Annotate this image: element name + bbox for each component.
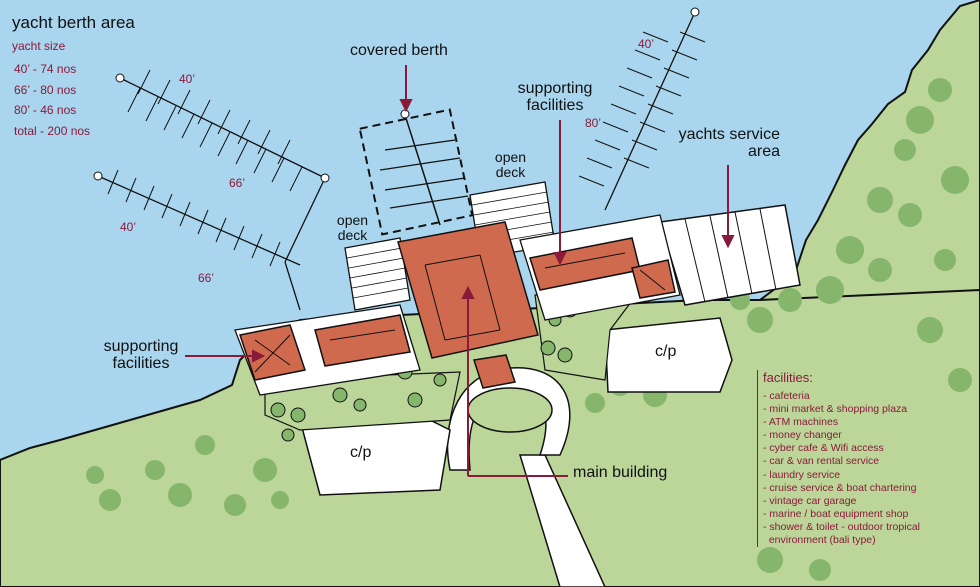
pier-right-end — [690, 7, 700, 17]
covered-berth-end — [400, 109, 410, 119]
label-covered-berth: covered berth — [350, 42, 448, 59]
pier-left-upper-fingers — [127, 69, 303, 192]
legend-item: 66’ - 80 nos — [14, 82, 77, 97]
pier-left-lower — [97, 175, 301, 311]
legend-item: 80’ - 46 nos — [14, 103, 77, 117]
facility-item: - ATM machines — [763, 416, 839, 429]
dim-66-mid-left: 66’ — [229, 176, 246, 190]
facility-item: - cruise service & boat chartering — [763, 481, 917, 494]
pier-right — [604, 11, 696, 211]
facilities-title: facilities: — [763, 370, 813, 385]
facilities-list: - cafeteria - mini market & shopping pla… — [763, 390, 978, 547]
legend-list: 40’ - 74 nos 66’ - 80 nos 80’ - 46 nos t… — [14, 62, 90, 144]
dim-40-top-left: 40’ — [179, 72, 196, 86]
facility-item: - laundry service — [763, 468, 841, 481]
label-carpark-right: c/p — [655, 343, 677, 360]
pier-left-upper — [119, 77, 326, 263]
facility-item: - cafeteria — [763, 390, 810, 402]
dim-80-right: 80’ — [585, 116, 602, 130]
label-yachts-service-area: yachts service area — [678, 126, 780, 160]
facilities-panel: facilities: - cafeteria - mini market & … — [757, 370, 978, 548]
roof-east-small — [631, 259, 676, 299]
yachts-service-lines — [684, 208, 777, 303]
facility-item: - marine / boat equipment shop — [763, 507, 909, 520]
facility-item: - vintage car garage — [763, 494, 857, 507]
covered-berth-roof — [358, 108, 474, 236]
label-main-building: main building — [573, 464, 668, 481]
covered-berth-slips — [379, 139, 469, 209]
pointer-arrows — [185, 65, 735, 477]
pier-left-upper-end — [115, 73, 125, 83]
yachts-service-slab — [659, 204, 801, 306]
facility-item: - shower & toilet - outdoor tropical — [763, 520, 920, 533]
open-deck-left — [344, 237, 411, 311]
carpark-right — [604, 317, 733, 393]
roof-west-long — [314, 314, 411, 367]
pier-right-fingers — [578, 31, 706, 187]
trees — [86, 78, 972, 581]
pier-left-lower-end — [93, 171, 103, 181]
roof-ridges — [254, 252, 666, 373]
facility-item: - mini market & shopping plaza — [763, 403, 908, 416]
legend-title: yacht berth area — [12, 13, 135, 32]
facility-item: - money changer — [763, 429, 842, 442]
dim-40-top-right: 40’ — [638, 37, 655, 51]
pier-left-lower-fingers — [107, 169, 281, 267]
facility-item: - cyber cafe & Wifi access — [763, 442, 884, 455]
label-open-deck-right: open deck — [494, 149, 527, 180]
access-road — [518, 454, 606, 587]
facility-item: - car & van rental service — [763, 455, 880, 468]
label-open-deck-left: open deck — [336, 212, 369, 243]
covered-berth-spine — [404, 114, 441, 226]
dim-40-left: 40’ — [120, 220, 137, 234]
legend-item: 40’ - 74 nos — [14, 62, 77, 76]
roof-main-entry — [473, 354, 516, 389]
facility-item: environment (bali type) — [763, 534, 876, 547]
label-supporting-facilities-top: supporting facilities — [517, 80, 593, 114]
label-supporting-facilities-left: supporting facilities — [103, 338, 179, 372]
pier-left-upper-corner — [320, 173, 330, 183]
legend-subtitle: yacht size — [12, 39, 66, 53]
legend-item: total - 200 nos — [14, 123, 91, 138]
roundabout-green — [467, 387, 553, 433]
dim-66-bottom-left: 66’ — [198, 271, 215, 285]
land-south — [0, 288, 980, 587]
label-carpark-left: c/p — [350, 444, 372, 461]
